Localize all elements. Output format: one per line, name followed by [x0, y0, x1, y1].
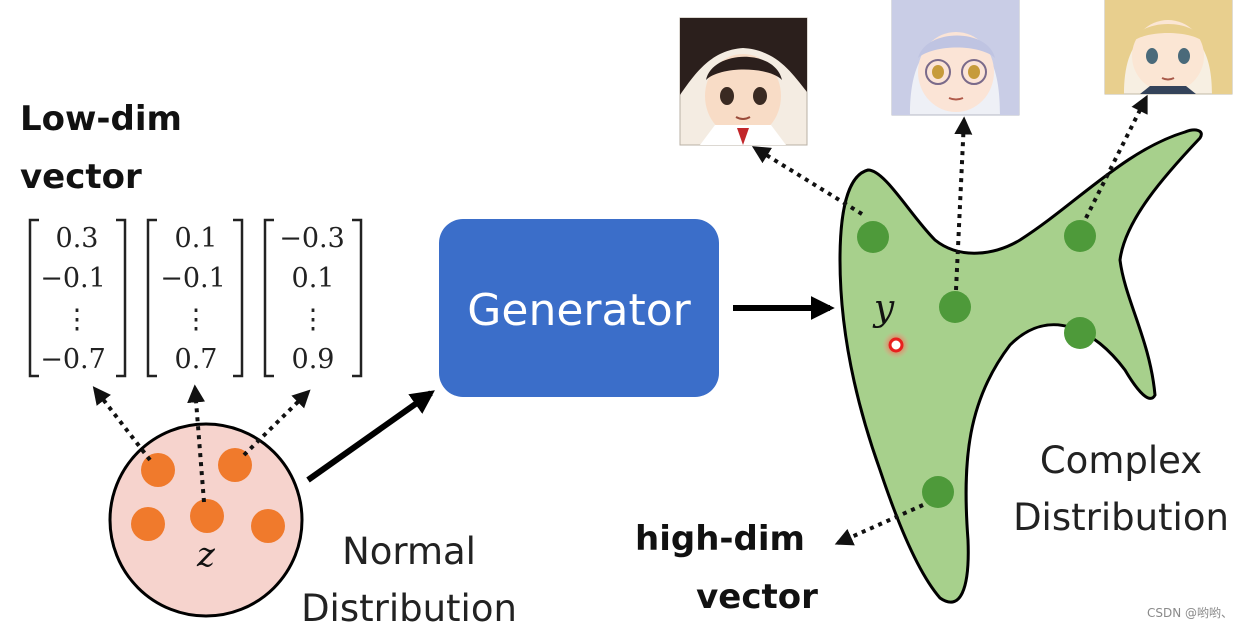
- vector-3: −0.3 0.1 ⋮ 0.9: [263, 218, 363, 378]
- normal-variable-z: z: [196, 535, 216, 575]
- complex-variable-y: y: [872, 288, 895, 329]
- complex-sample-dot-2: [939, 291, 971, 323]
- vector-2-value-4: 0.7: [175, 344, 218, 375]
- generator-box: [439, 219, 719, 397]
- vector-2-value-3: ⋮: [183, 304, 210, 335]
- dotted-arrow-to-vector-2: [187, 384, 206, 503]
- normal-distribution-label-line1: Normal: [342, 530, 476, 573]
- anime-portrait-dark-hair-icon: [679, 17, 808, 146]
- vector-3-value-4: 0.9: [292, 344, 335, 375]
- arrow-to-generator: [306, 390, 435, 483]
- dotted-arrow-to-image-2: [954, 116, 973, 291]
- dotted-arrow-to-high-dim: [834, 503, 924, 546]
- low-dim-label-line1: Low-dim: [20, 99, 182, 139]
- complex-sample-dot-5: [922, 476, 954, 508]
- vector-3-right-bracket: [352, 218, 363, 378]
- dotted-arrow-to-image-3: [1084, 94, 1148, 219]
- generator-label: Generator: [467, 285, 691, 336]
- vector-3-value-1: −0.3: [279, 223, 345, 254]
- complex-distribution-label-line1: Complex: [1040, 439, 1202, 482]
- vector-3-value-3: ⋮: [300, 304, 327, 335]
- dotted-arrow-to-vector-1: [92, 386, 152, 462]
- vector-1: 0.3 −0.1 ⋮ −0.7: [28, 218, 127, 378]
- watermark: CSDN @哟哟、: [1146, 606, 1233, 620]
- vector-2-right-bracket: [233, 218, 244, 378]
- vector-1-value-3: ⋮: [64, 304, 91, 335]
- normal-sample-dot-1: [141, 453, 175, 487]
- complex-sample-dot-4: [1064, 317, 1096, 349]
- vector-1-left-bracket: [28, 218, 39, 378]
- vector-1-value-2: −0.1: [40, 263, 106, 294]
- vector-1-right-bracket: [116, 218, 127, 378]
- high-dim-label-line1: high-dim: [635, 519, 805, 559]
- high-dim-label-line2: vector: [696, 577, 818, 617]
- normal-sample-dot-4: [190, 499, 224, 533]
- vector-2-left-bracket: [146, 218, 157, 378]
- anime-portrait-silver-hair-glasses-icon: [891, 0, 1020, 116]
- normal-sample-dot-3: [131, 507, 165, 541]
- vector-3-value-2: 0.1: [292, 263, 335, 294]
- vector-1-value-4: −0.7: [40, 344, 106, 375]
- normal-sample-dot-5: [251, 509, 285, 543]
- dotted-arrow-to-vector-3: [242, 389, 311, 457]
- normal-sample-dot-2: [218, 448, 252, 482]
- anime-portrait-blonde-hair-icon: [1104, 0, 1233, 95]
- complex-sample-dot-3: [1064, 220, 1096, 252]
- low-dim-label-line2: vector: [20, 157, 142, 197]
- vector-2-value-2: −0.1: [160, 263, 226, 294]
- vector-3-left-bracket: [263, 218, 274, 378]
- red-marker-ring: [888, 337, 904, 353]
- complex-distribution-label-line2: Distribution: [1013, 496, 1229, 539]
- vector-2-value-1: 0.1: [175, 223, 218, 254]
- dotted-arrow-to-image-1: [751, 146, 864, 216]
- complex-sample-dot-1: [857, 221, 889, 253]
- vector-2: 0.1 −0.1 ⋮ 0.7: [146, 218, 244, 378]
- normal-distribution-label-line2: Distribution: [301, 587, 517, 630]
- vector-1-value-1: 0.3: [56, 223, 99, 254]
